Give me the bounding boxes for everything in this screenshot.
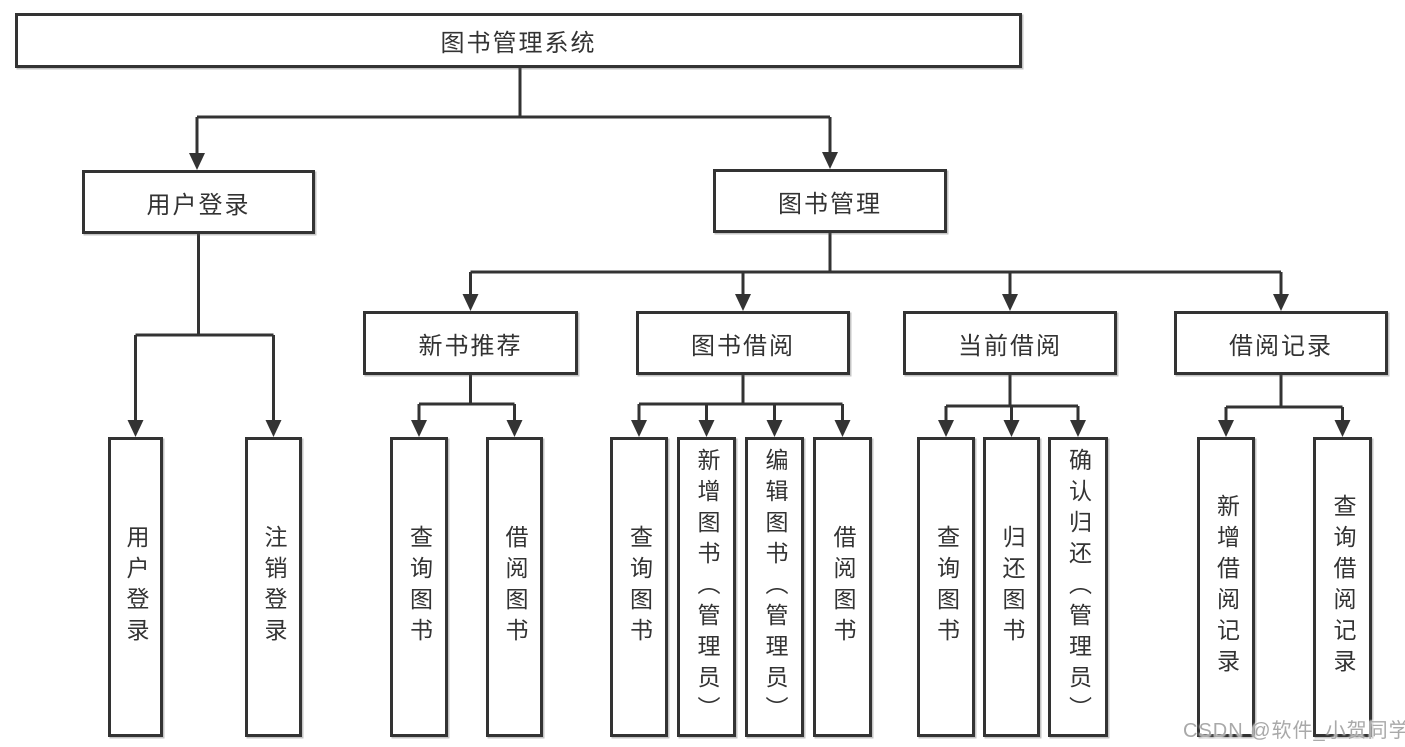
node-user-login-label: 用户登录 [146,191,251,219]
leaf-query-books-current: 查询图书 [917,437,975,737]
arrowheads [127,152,1351,437]
leaf-confirm-return-admin: 确认归还（管理员） [1048,437,1108,737]
node-borrowing-records-label: 借阅记录 [1229,332,1333,360]
tree-edges [134,68,1344,422]
leaf-edit-book-admin-label: 编辑图书（管理员） [762,447,788,727]
node-borrowing-records: 借阅记录 [1174,311,1388,375]
leaf-borrow-books-recommend: 借阅图书 [486,437,543,737]
leaf-add-borrow-record-label: 新增借阅记录 [1213,494,1240,680]
node-current-borrowing-label: 当前借阅 [958,332,1062,360]
node-user-login: 用户登录 [82,170,315,234]
leaf-return-books: 归还图书 [983,437,1040,737]
node-root-system: 图书管理系统 [15,13,1022,68]
node-book-management: 图书管理 [713,169,947,233]
leaf-query-books-borrow: 查询图书 [610,437,668,737]
leaf-user-login: 用户登录 [108,437,163,737]
node-book-management-label: 图书管理 [778,190,882,218]
node-new-book-recommend: 新书推荐 [363,311,578,375]
node-book-borrowing-label: 图书借阅 [691,332,795,360]
leaf-query-books-current-label: 查询图书 [933,525,960,649]
leaf-query-books-recommend: 查询图书 [390,437,448,737]
leaf-user-login-label: 用户登录 [123,525,149,649]
leaf-edit-book-admin: 编辑图书（管理员） [745,437,804,737]
leaf-borrow-books-recommend-label: 借阅图书 [502,525,528,649]
leaf-add-borrow-record: 新增借阅记录 [1197,437,1255,737]
csdn-watermark: CSDN @软件_小贺同学 [1183,720,1405,742]
leaf-query-books-borrow-label: 查询图书 [626,525,653,649]
node-new-book-recommend-label: 新书推荐 [418,332,523,360]
leaf-query-borrow-record: 查询借阅记录 [1313,437,1372,737]
leaf-query-books-recommend-label: 查询图书 [406,525,433,649]
leaf-confirm-return-admin-label: 确认归还（管理员） [1065,447,1092,727]
leaf-logout-label: 注销登录 [261,525,287,649]
leaf-logout: 注销登录 [245,437,302,737]
leaf-query-borrow-record-label: 查询借阅记录 [1330,494,1356,680]
node-root-system-label: 图书管理系统 [440,30,597,57]
leaf-borrow-books-borrow: 借阅图书 [813,437,872,737]
node-book-borrowing: 图书借阅 [636,311,850,375]
leaf-add-book-admin: 新增图书（管理员） [677,437,736,737]
leaf-return-books-label: 归还图书 [999,525,1025,649]
leaf-borrow-books-borrow-label: 借阅图书 [830,525,856,649]
leaf-add-book-admin-label: 新增图书（管理员） [694,447,720,727]
node-current-borrowing: 当前借阅 [903,311,1117,375]
